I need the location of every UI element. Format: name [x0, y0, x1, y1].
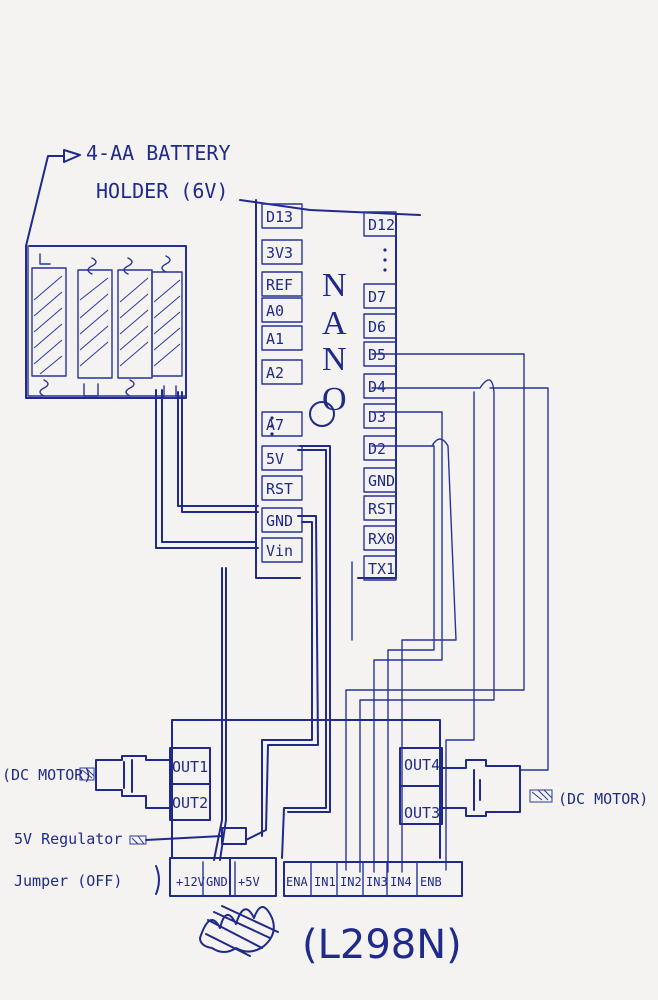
out4-label: OUT4 — [404, 756, 440, 774]
left-pin-box — [261, 359, 303, 385]
wires — [155, 353, 549, 873]
left-pin-label: RST — [266, 480, 293, 498]
l298n-pin-label: IN3 — [366, 875, 388, 889]
left-pin-box — [261, 475, 303, 501]
right-pin-box — [363, 435, 397, 461]
left-pin-label: A1 — [266, 330, 284, 348]
battery-cell — [151, 271, 183, 377]
left-pin-label: 5V — [266, 450, 284, 468]
control-pin-header — [283, 861, 463, 897]
nano-letter-a: A — [322, 305, 347, 342]
l298n-pin-label: ENB — [420, 875, 442, 889]
regulator-label-line1: 5V Regulator — [14, 830, 122, 848]
l298n-pin-label: +12V — [176, 875, 205, 889]
battery-title-line1: 4-AA BATTERY — [86, 141, 231, 165]
right-pin-label: GND — [368, 472, 395, 490]
out1-label: OUT1 — [172, 758, 208, 776]
right-motor-label: (DC MOTOR) — [558, 790, 648, 808]
left-pin-label: A7 — [266, 416, 284, 434]
left-pin-box — [261, 445, 303, 471]
battery-cell — [31, 267, 67, 377]
right-dc-motor: (DC MOTOR) — [441, 759, 648, 817]
regulator-label-line2: Jumper (OFF) — [14, 872, 122, 890]
right-pin-label: D12 — [368, 216, 395, 234]
right-pin-box — [363, 403, 397, 429]
battery-cell — [77, 269, 113, 379]
left-pin-box — [261, 297, 303, 323]
out2-label: OUT2 — [172, 794, 208, 812]
right-pin-label: D2 — [368, 440, 386, 458]
battery-holder: 4-AA BATTERY HOLDER (6V) — [25, 141, 421, 399]
right-pin-box — [363, 555, 397, 581]
l298n-pin-label: IN1 — [314, 875, 336, 889]
right-pin-label: RX0 — [368, 530, 395, 548]
right-pin-label: D7 — [368, 288, 386, 306]
left-pin-label: A0 — [266, 302, 284, 320]
right-pin-box — [363, 373, 397, 399]
right-pin-box — [363, 283, 397, 309]
right-pin-box — [363, 495, 397, 521]
nano-letter-n2: N — [322, 341, 347, 378]
left-pin-box — [261, 537, 303, 563]
left-pin-box — [261, 239, 303, 265]
right-pin-label: D4 — [368, 378, 386, 396]
l298n-pin-label: ENA — [286, 875, 308, 889]
left-pin-box — [261, 411, 303, 437]
right-pin-box — [363, 313, 397, 339]
left-pin-box — [261, 271, 303, 297]
l298n-pin-label: IN2 — [340, 875, 362, 889]
out3-label: OUT3 — [404, 804, 440, 822]
l298n-pin-label: +5V — [238, 875, 260, 889]
right-pin-box — [363, 525, 397, 551]
left-pin-box — [261, 325, 303, 351]
left-pin-box — [261, 203, 303, 229]
l298n-pin-label: IN4 — [390, 875, 412, 889]
right-pin-label: RST — [368, 500, 395, 518]
left-pin-label: 3V3 — [266, 244, 293, 262]
left-pin-box — [261, 507, 303, 533]
reset-button-icon — [309, 401, 335, 427]
left-pin-label: Vin — [266, 542, 293, 560]
nano-letter-n1: N — [322, 267, 347, 304]
right-pin-label: TX1 — [368, 560, 395, 578]
right-pin-label: D6 — [368, 318, 386, 336]
l298n-label: (L298N) — [302, 922, 462, 968]
right-pin-label: D5 — [368, 346, 386, 364]
left-pin-label: D13 — [266, 208, 293, 226]
left-pin-label: REF — [266, 276, 293, 294]
l298n-pin-label: GND — [206, 875, 228, 889]
left-pin-label: GND — [266, 512, 293, 530]
regulator-note: 5V Regulator Jumper (OFF) — [14, 830, 223, 895]
left-motor-label: (DC MOTOR) — [2, 766, 92, 784]
left-pin-label: A2 — [266, 364, 284, 382]
right-pin-label: D3 — [368, 408, 386, 426]
right-pin-box — [363, 467, 397, 493]
right-pin-box — [363, 211, 397, 237]
battery-title-line2: HOLDER (6V) — [96, 179, 228, 203]
left-dc-motor: (DC MOTOR) — [2, 755, 171, 809]
